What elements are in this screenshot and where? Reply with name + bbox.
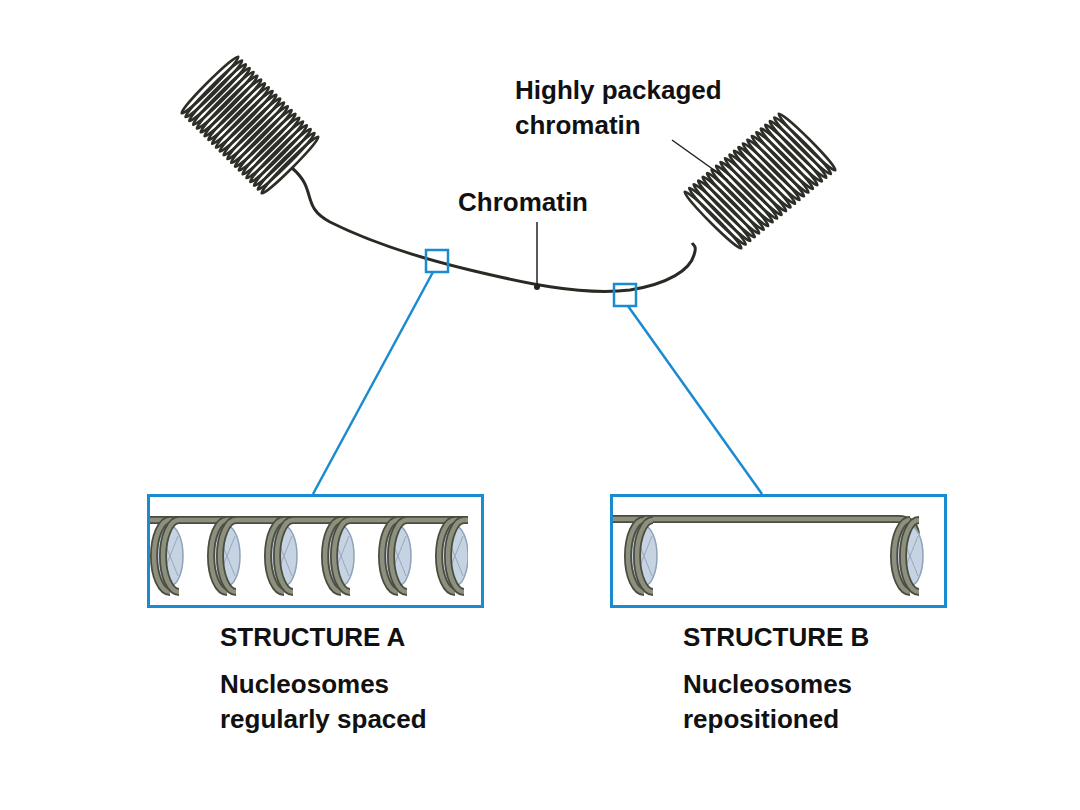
zoom-line — [628, 306, 762, 494]
dna-wrap — [163, 520, 179, 592]
dna-wrap — [637, 520, 653, 592]
part-label: Chromatin — [458, 185, 658, 220]
leader-line — [536, 222, 538, 287]
coil-winding — [776, 111, 838, 173]
nucleosome-array — [150, 520, 468, 592]
dna-wrap — [637, 520, 653, 592]
dna-strand — [613, 519, 916, 534]
structure-caption: Nucleosomes regularly spaced — [220, 667, 480, 737]
leader-dot — [534, 284, 540, 290]
nucleosome-array — [613, 519, 923, 592]
zoom-square — [426, 250, 448, 272]
zoom-line — [313, 272, 433, 494]
dna-wrap — [277, 520, 293, 592]
dna-wrap — [334, 520, 350, 592]
dna-wrap — [903, 520, 919, 592]
coil-winding — [255, 130, 317, 192]
box-outline — [147, 494, 484, 608]
dna-wrap — [903, 520, 919, 592]
coil-winding — [772, 115, 834, 177]
dna-strand — [150, 516, 468, 524]
part-label: Highly packaged chromatin — [515, 73, 775, 143]
structure-caption: Nucleosomes repositioned — [683, 667, 943, 737]
chromatin-fiber — [292, 168, 695, 291]
dna-wrap — [163, 520, 179, 592]
dna-strand — [613, 519, 916, 534]
coil-winding — [259, 134, 321, 196]
dna-wrap — [391, 520, 407, 592]
box-outline — [610, 494, 947, 608]
packaged-coil — [179, 54, 838, 251]
dna-wrap — [391, 520, 407, 592]
zoom-box: STRUCTURE A Nucleosomes regularly spaced — [147, 494, 484, 737]
dna-wrap — [220, 520, 236, 592]
structure-heading: STRUCTURE B — [683, 620, 943, 655]
dna-wrap — [448, 520, 464, 592]
dna-wrap — [277, 520, 293, 592]
zoom-box: STRUCTURE B Nucleosomes repositioned — [610, 494, 947, 737]
structure-heading: STRUCTURE A — [220, 620, 480, 655]
dna-wrap — [448, 520, 464, 592]
zoom-square — [614, 284, 636, 306]
dna-wrap — [220, 520, 236, 592]
dna-strand — [150, 518, 468, 523]
leader-line — [672, 140, 728, 180]
dna-wrap — [334, 520, 350, 592]
